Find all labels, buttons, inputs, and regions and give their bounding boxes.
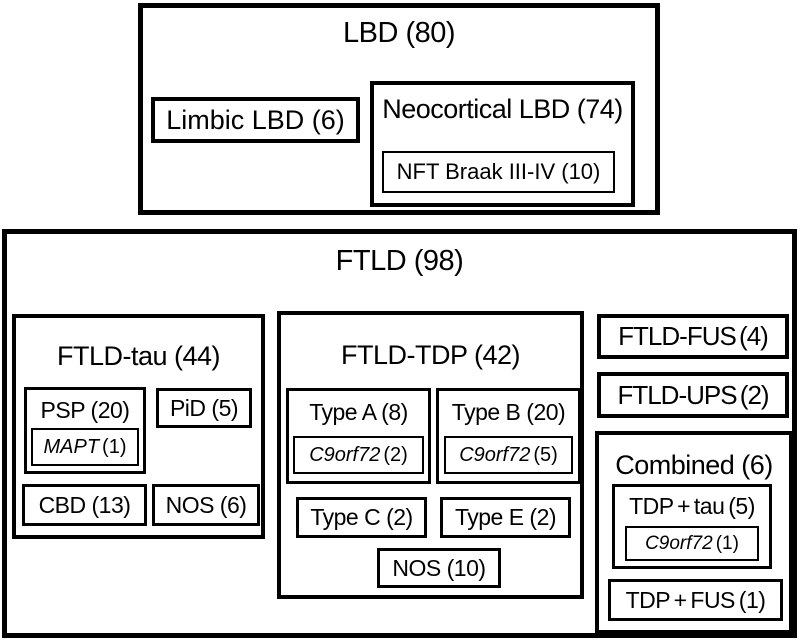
c9orf72-combined-box: C9orf72 (1) — [625, 526, 759, 561]
limbic-lbd-label: Limbic LBD (6) — [166, 104, 345, 135]
c9orf72-type-a-gene-label: C9orf72 — [309, 443, 381, 466]
type-c-box: Type C (2) — [296, 497, 427, 538]
c9orf72-combined-gene-label: C9orf72 — [645, 532, 713, 554]
type-a-box: Type A (8) C9orf72 (2) — [286, 388, 431, 484]
tdp-plus-tau-box: TDP + tau (5) C9orf72 (1) — [612, 484, 772, 569]
lbd-title: LBD (80) — [342, 17, 456, 49]
ftld-ups-box: FTLD-UPS (2) — [597, 372, 789, 418]
combined-title: Combined (6) — [615, 450, 773, 480]
type-b-label: Type B (20) — [451, 399, 566, 425]
combined-box: Combined (6) TDP + tau (5) C9orf72 (1) T… — [595, 431, 793, 634]
psp-box: PSP (20) MAPT (1) — [24, 387, 146, 474]
ftld-title: FTLD (98) — [335, 245, 464, 277]
nft-braak-box: NFT Braak III-IV (10) — [382, 151, 615, 193]
type-a-label: Type A (8) — [309, 399, 408, 425]
ftld-ups-label: FTLD-UPS (2) — [617, 379, 769, 410]
tdp-plus-fus-label: TDP + FUS (1) — [625, 586, 766, 613]
nos-tau-box: NOS (6) — [152, 484, 260, 526]
type-b-box: Type B (20) C9orf72 (5) — [436, 388, 581, 484]
mapt-gene-label: MAPT — [43, 435, 100, 458]
type-c-label: Type C (2) — [310, 504, 413, 530]
mapt-gene-box: MAPT (1) — [31, 428, 139, 466]
mapt-gene-count: (1) — [102, 435, 127, 458]
nos-tdp-label: NOS (10) — [392, 554, 486, 581]
c9orf72-combined-gene-count: (1) — [715, 532, 739, 554]
lbd-group-box: LBD (80) Limbic LBD (6) Neocortical LBD … — [138, 3, 660, 215]
nos-tdp-box: NOS (10) — [377, 548, 501, 588]
ftld-tau-title: FTLD-tau (44) — [56, 341, 221, 371]
nos-tau-label: NOS (6) — [165, 491, 247, 518]
pid-box: PiD (5) — [156, 388, 252, 428]
cbd-label: CBD (13) — [38, 491, 131, 518]
type-e-label: Type E (2) — [454, 504, 557, 530]
c9orf72-type-a-box: C9orf72 (2) — [293, 436, 424, 474]
ftld-fus-box: FTLD-FUS (4) — [597, 314, 789, 359]
c9orf72-type-b-gene-label: C9orf72 — [459, 443, 531, 466]
ftld-group-box: FTLD (98) FTLD-tau (44) PSP (20) MAPT (1… — [2, 229, 797, 638]
ftld-tdp-title: FTLD-TDP (42) — [340, 340, 521, 370]
pid-label: PiD (5) — [169, 394, 239, 421]
nft-braak-label: NFT Braak III-IV (10) — [396, 159, 601, 184]
psp-label: PSP (20) — [40, 397, 130, 423]
neocortical-lbd-box: Neocortical LBD (74) NFT Braak III-IV (1… — [370, 81, 635, 207]
neocortical-lbd-title: Neocortical LBD (74) — [382, 94, 623, 124]
ftld-fus-label: FTLD-FUS (4) — [618, 321, 769, 351]
tdp-plus-tau-label: TDP + tau (5) — [629, 493, 755, 519]
limbic-lbd-box: Limbic LBD (6) — [151, 97, 360, 143]
tdp-plus-fus-box: TDP + FUS (1) — [608, 579, 783, 621]
c9orf72-type-a-gene-count: (2) — [383, 443, 408, 466]
type-e-box: Type E (2) — [440, 497, 571, 538]
c9orf72-type-b-box: C9orf72 (5) — [444, 436, 573, 474]
cbd-box: CBD (13) — [22, 484, 147, 526]
ftld-tdp-box: FTLD-TDP (42) Type A (8) C9orf72 (2) Typ… — [277, 311, 584, 599]
ftld-tau-box: FTLD-tau (44) PSP (20) MAPT (1) PiD (5) … — [12, 314, 265, 539]
c9orf72-type-b-gene-count: (5) — [533, 443, 558, 466]
